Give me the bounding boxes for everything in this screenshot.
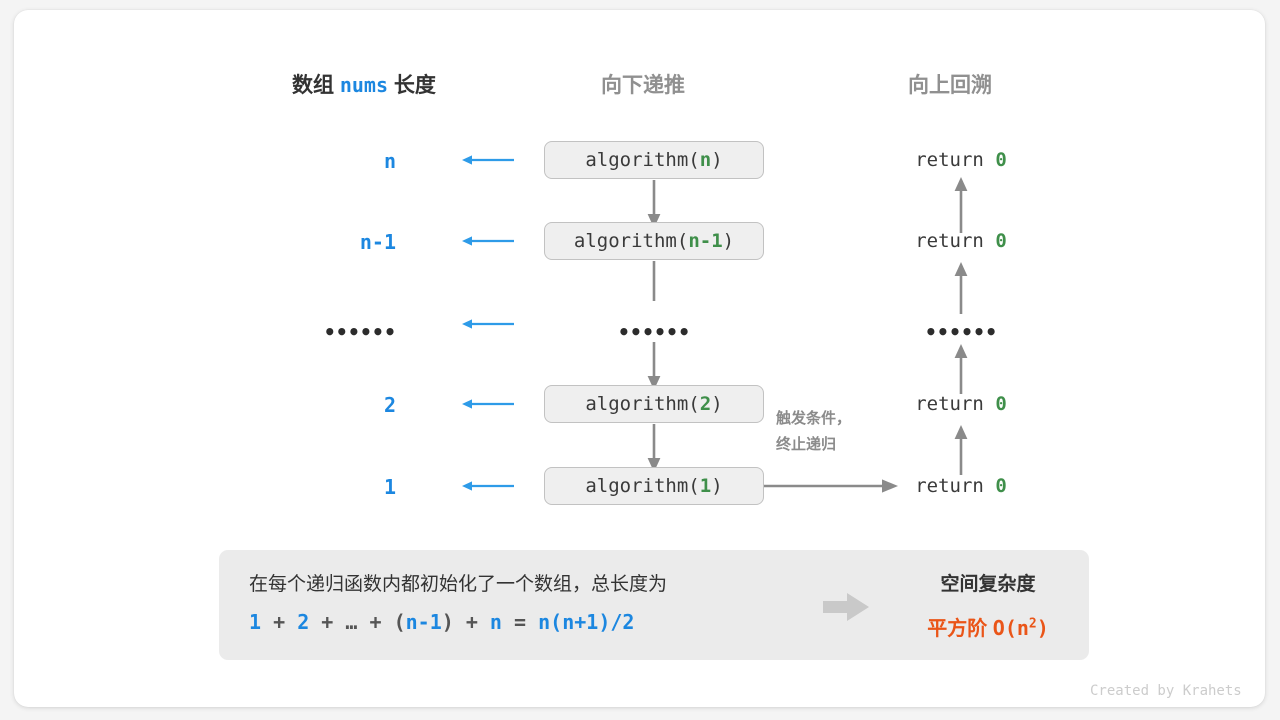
formula-part: 2 [297,610,310,634]
length-label-row-3-ellipsis: •••••• [323,320,396,344]
return-keyword-row-4: return [915,393,984,415]
return-label-row-3-ellipsis: •••••• [924,320,998,344]
formula-part: + [273,610,286,634]
return-value-row-5: 0 [995,475,1007,497]
call-name-row-5: algorithm [585,475,689,497]
up-arrow-row-4-to-row-5 [954,425,968,475]
formula-part: … [345,610,358,634]
formula-part: = [514,610,527,634]
formula-part: ( [393,610,406,634]
formula-part: n-1 [405,610,442,634]
base-case-note-line-1: 触发条件， [776,410,852,427]
summary-order-exponent: 2 [1028,616,1037,632]
base-case-horizontal-arrow [764,479,898,493]
formula-part: ) [441,610,454,634]
header-left-suffix: 长度 [393,74,436,97]
return-label-row-2: return 0 [861,230,1061,252]
column-header-recurse-down: 向下递推 [601,74,685,97]
call-paren-close-row-1: ) [711,149,723,171]
return-value-row-1: 0 [995,149,1007,171]
blue-left-arrow-row-5 [462,481,514,491]
blue-left-arrow-row-3 [462,319,514,329]
call-box-row-1[interactable]: algorithm(n) [544,141,764,179]
blue-left-arrow-row-4 [462,399,514,409]
down-arrow-row-3-to-row-4 [647,342,661,390]
summary-description: 在每个递归函数内都初始化了一个数组，总长度为 [249,574,668,595]
down-arrow-row-1-to-row-2 [647,180,661,228]
call-arg-row-2: n-1 [688,230,723,252]
call-arg-row-1: n [699,149,712,171]
formula-part: + [321,610,334,634]
length-label-row-4: 2 [383,393,396,417]
call-paren-close-row-5: ) [711,475,723,497]
summary-result-title: 空间复杂度 [940,574,1036,595]
formula-part: n(n+1)/2 [538,610,635,634]
call-paren-open-row-5: ( [688,475,700,497]
call-box-row-5[interactable]: algorithm(1) [544,467,764,505]
up-arrow-row-3-to-row-4 [954,344,968,394]
call-box-row-2[interactable]: algorithm(n-1) [544,222,764,260]
base-case-note: 触发条件， 终止递归 [776,406,906,458]
call-paren-open-row-4: ( [688,393,700,415]
return-value-row-4: 0 [995,393,1007,415]
base-case-note-line-2: 终止递归 [776,436,837,453]
call-name-row-1: algorithm [585,149,689,171]
formula-part: 1 [249,610,262,634]
blue-left-arrow-row-1 [462,155,514,165]
call-arg-row-5: 1 [699,475,712,497]
down-arrow-row-2-to-row-3 [652,261,656,301]
credit-text: Created by Krahets [1090,683,1242,699]
blue-left-arrow-row-2 [462,236,514,246]
call-name-row-4: algorithm [585,393,689,415]
call-paren-close-row-2: ) [722,230,735,252]
length-label-row-1: n [383,149,396,173]
call-arg-row-4: 2 [699,393,712,415]
call-box-row-4[interactable]: algorithm(2) [544,385,764,423]
formula-part: + [465,610,478,634]
column-header-return-up: 向上回溯 [908,74,992,97]
header-left-prefix: 数组 [292,74,334,97]
call-paren-open-row-2: ( [676,230,689,252]
formula-part: n [489,610,502,634]
return-label-row-4: return 0 [861,393,1061,415]
summary-order-bigo: O(n [992,616,1029,640]
call-paren-close-row-4: ) [711,393,723,415]
length-label-row-2: n-1 [359,230,396,254]
down-arrow-row-4-to-row-5 [647,424,661,472]
summary-result-block: 空间复杂度 平方阶 O(n2) [889,570,1087,641]
return-keyword-row-2: return [915,230,984,252]
summary-right-arrow-icon [823,593,869,621]
diagram-card: 数组 nums 长度 向下递推 向上回溯 n algorithm(n) retu… [14,10,1265,707]
call-name-row-2: algorithm [573,230,677,252]
up-arrow-row-2-to-row-3 [954,262,968,314]
return-keyword-row-5: return [915,475,984,497]
call-box-row-3-ellipsis: •••••• [617,320,691,344]
column-header-array-length: 数组 nums 长度 [292,69,436,99]
up-arrow-row-1-to-row-2 [954,177,968,233]
return-keyword-row-1: return [915,149,984,171]
return-label-row-5: return 0 [861,475,1061,497]
summary-formula: 1 + 2 + … + (n-1) + n = n(n+1)/2 [249,610,819,634]
formula-part: + [369,610,382,634]
summary-text-block: 在每个递归函数内都初始化了一个数组，总长度为 1 + 2 + … + (n-1)… [249,570,819,634]
call-paren-open-row-1: ( [688,149,700,171]
summary-order-cn: 平方阶 [927,618,988,640]
summary-box: 在每个递归函数内都初始化了一个数组，总长度为 1 + 2 + … + (n-1)… [219,550,1089,660]
return-value-row-2: 0 [995,230,1007,252]
summary-result-order: 平方阶 O(n2) [889,612,1087,641]
header-left-mono: nums [339,73,389,97]
return-label-row-1: return 0 [861,149,1061,171]
summary-order-close: ) [1036,616,1049,640]
length-label-row-5: 1 [383,475,396,499]
